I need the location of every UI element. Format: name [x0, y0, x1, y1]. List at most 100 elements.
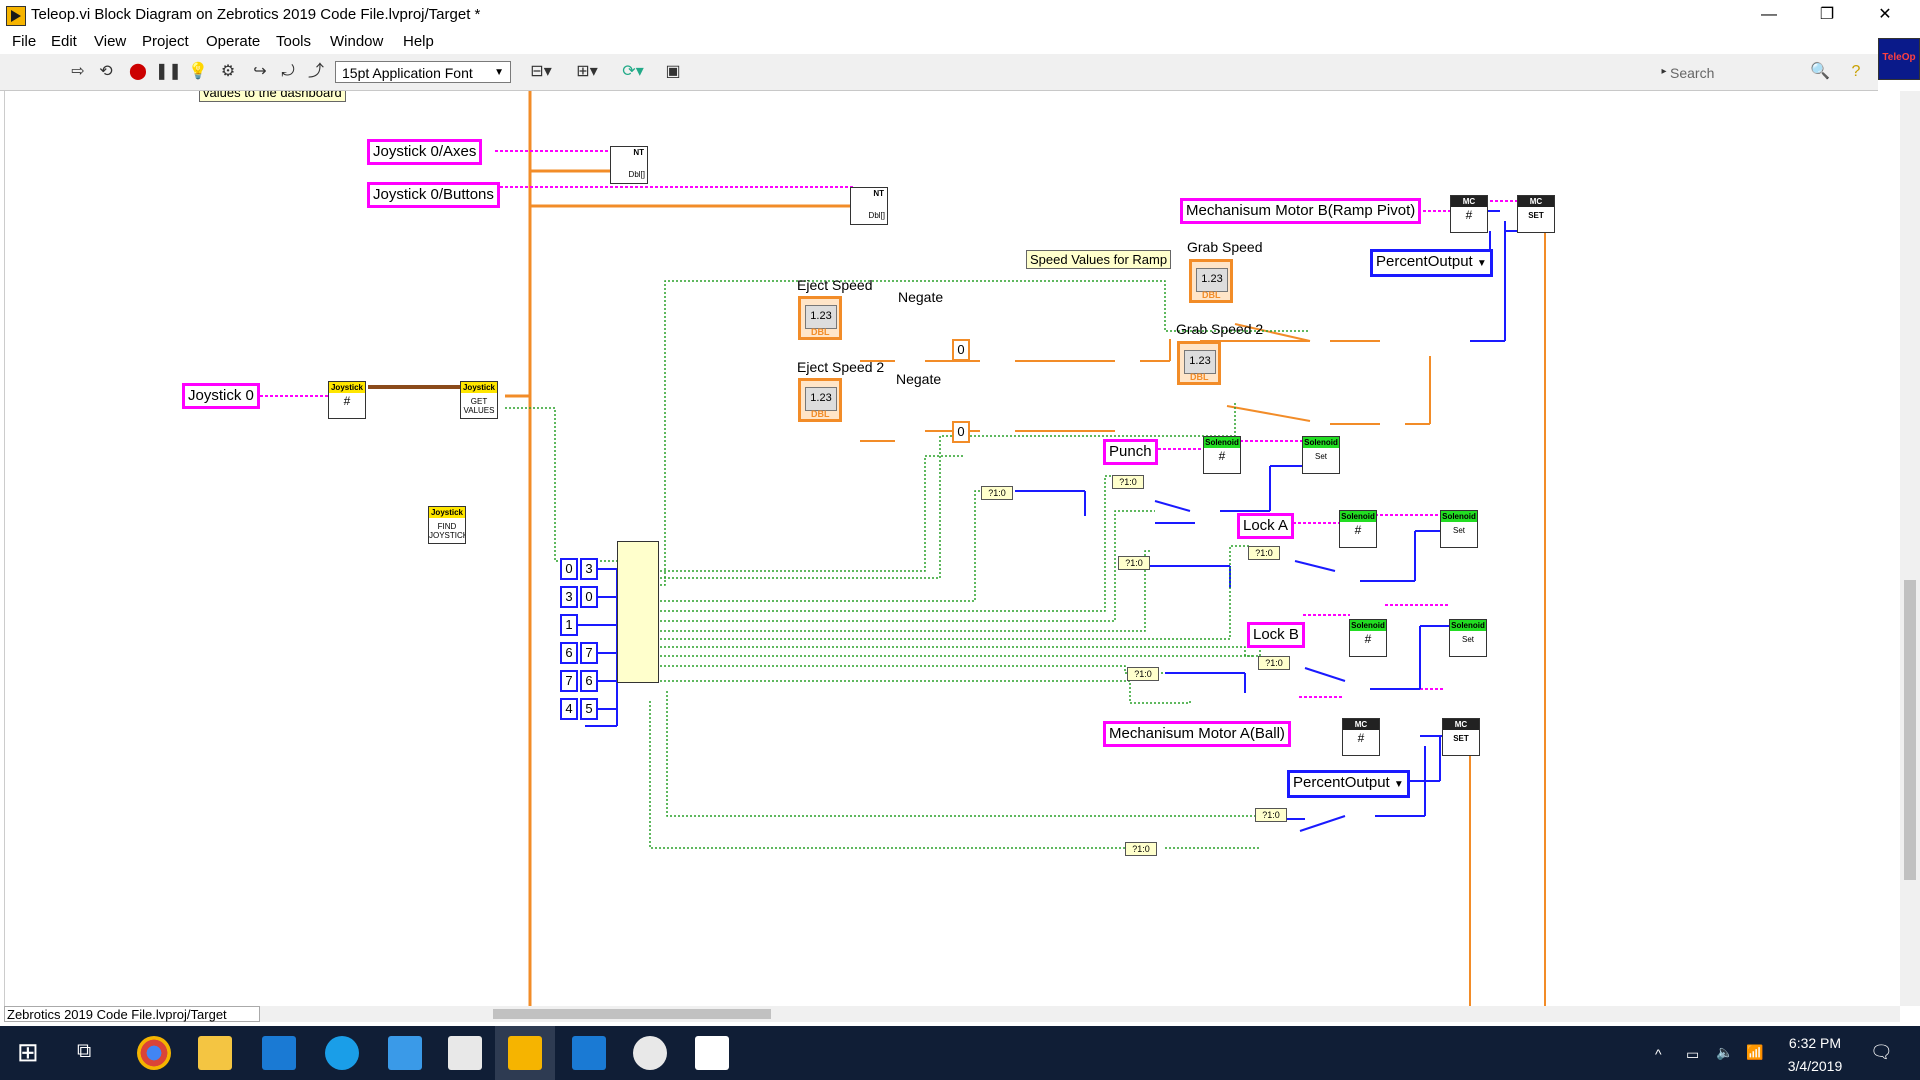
- index-const[interactable]: 7: [560, 670, 578, 692]
- run-continuously-icon[interactable]: ⟲: [99, 63, 113, 80]
- font-select[interactable]: 15pt Application Font ▼: [335, 61, 511, 83]
- search-toggle-icon[interactable]: ▸: [1661, 66, 1667, 77]
- index-const[interactable]: 3: [560, 586, 578, 608]
- labview-project-icon[interactable]: [448, 1036, 482, 1070]
- distribute-objects-icon[interactable]: ⊞▾: [576, 63, 598, 80]
- maps-icon[interactable]: [262, 1036, 296, 1070]
- select-node[interactable]: ?1:0: [1118, 556, 1150, 570]
- block-diagram-canvas[interactable]: values to the dashboard Joystick 0/Axes …: [4, 91, 1901, 1006]
- motor-a-open-subvi[interactable]: MC #: [1342, 718, 1380, 756]
- vi-icon[interactable]: TeleOp: [1878, 38, 1920, 80]
- lock-a-open-subvi[interactable]: Solenoid #: [1339, 510, 1377, 548]
- index-const[interactable]: 6: [580, 670, 598, 692]
- index-const[interactable]: 3: [580, 558, 598, 580]
- menu-help[interactable]: Help: [403, 33, 434, 50]
- abort-icon[interactable]: ⬤: [129, 63, 147, 80]
- step-over-icon[interactable]: ⤾: [281, 63, 295, 80]
- reorder-icon[interactable]: ⟳▾: [622, 63, 644, 80]
- tray-chevron-icon[interactable]: ^: [1655, 1046, 1662, 1062]
- lock-b-open-subvi[interactable]: Solenoid #: [1349, 619, 1387, 657]
- file-explorer-icon[interactable]: [198, 1036, 232, 1070]
- joystick-axes-label[interactable]: Joystick 0/Axes: [367, 139, 483, 165]
- close-button[interactable]: ✕: [1878, 6, 1892, 23]
- menu-edit[interactable]: Edit: [51, 33, 77, 50]
- step-out-icon[interactable]: ⤴: [307, 63, 324, 80]
- select-node[interactable]: ?1:0: [1127, 667, 1159, 681]
- first-icon[interactable]: [633, 1036, 667, 1070]
- percent-output-enum-1[interactable]: PercentOutput ▼: [1370, 249, 1493, 277]
- index-const[interactable]: 6: [560, 642, 578, 664]
- outlook-icon[interactable]: [388, 1036, 422, 1070]
- menu-project[interactable]: Project: [142, 33, 189, 50]
- search-input[interactable]: Search: [1670, 65, 1715, 81]
- eject-speed-2-control[interactable]: 1.23 DBL: [798, 378, 842, 422]
- menu-window[interactable]: Window: [330, 33, 384, 50]
- joystick-buttons-label[interactable]: Joystick 0/Buttons: [367, 182, 500, 208]
- nt-put-buttons-subvi[interactable]: NT Dbl[]: [850, 187, 888, 225]
- joystick-open-subvi[interactable]: Joystick #: [328, 381, 366, 419]
- joystick0-label[interactable]: Joystick 0: [182, 383, 260, 409]
- network-icon[interactable]: 📶: [1746, 1044, 1764, 1060]
- battery-icon[interactable]: ▭: [1686, 1046, 1700, 1062]
- grab-speed-control[interactable]: 1.23 DBL: [1189, 259, 1233, 303]
- motor-b-set-subvi[interactable]: MC SET: [1517, 195, 1555, 233]
- index-const[interactable]: 0: [560, 558, 578, 580]
- restore-button[interactable]: ❐: [1819, 6, 1835, 23]
- volume-icon[interactable]: 🔈: [1716, 1044, 1734, 1060]
- select-node[interactable]: ?1:0: [1255, 808, 1287, 822]
- lock-a-set-subvi[interactable]: Solenoid Set: [1440, 510, 1478, 548]
- step-into-icon[interactable]: ↪: [253, 63, 267, 80]
- select-node[interactable]: ?1:0: [1112, 475, 1144, 489]
- index-const[interactable]: 5: [580, 698, 598, 720]
- menu-operate[interactable]: Operate: [206, 33, 261, 50]
- chrome-icon[interactable]: [137, 1036, 171, 1070]
- align-objects-icon[interactable]: ⊟▾: [530, 63, 552, 80]
- index-array-node[interactable]: [617, 541, 659, 683]
- minimize-button[interactable]: —: [1761, 6, 1777, 23]
- find-joystick-subvi[interactable]: Joystick FIND JOYSTICK: [428, 506, 466, 544]
- lock-b-set-subvi[interactable]: Solenoid Set: [1449, 619, 1487, 657]
- labview-icon[interactable]: [508, 1036, 542, 1070]
- pause-icon[interactable]: ❚❚: [155, 63, 182, 80]
- motor-a-set-subvi[interactable]: MC SET: [1442, 718, 1480, 756]
- index-const[interactable]: 7: [580, 642, 598, 664]
- motor-b-label[interactable]: Mechanisum Motor B(Ramp Pivot): [1180, 198, 1422, 224]
- punch-label[interactable]: Punch: [1103, 439, 1158, 465]
- internet-explorer-icon[interactable]: [325, 1036, 359, 1070]
- vertical-scroll-thumb[interactable]: [1904, 580, 1916, 880]
- grab-speed-2-control[interactable]: 1.23 DBL: [1177, 341, 1221, 385]
- index-const[interactable]: 0: [580, 586, 598, 608]
- driver-station-icon[interactable]: [572, 1036, 606, 1070]
- run-arrow-icon[interactable]: ⇨: [71, 63, 85, 80]
- frc-dashboard-icon[interactable]: [695, 1036, 729, 1070]
- menu-view[interactable]: View: [94, 33, 127, 50]
- horizontal-scroll-thumb[interactable]: [493, 1009, 771, 1019]
- highlight-execution-icon[interactable]: 💡: [188, 63, 208, 80]
- menu-file[interactable]: File: [12, 33, 37, 50]
- eject-speed-control[interactable]: 1.23 DBL: [798, 296, 842, 340]
- select-node[interactable]: ?1:0: [1258, 656, 1290, 670]
- punch-open-subvi[interactable]: Solenoid #: [1203, 436, 1241, 474]
- search-icon[interactable]: 🔍: [1810, 63, 1830, 80]
- zero-constant[interactable]: 0: [952, 421, 970, 443]
- clean-up-diagram-icon[interactable]: ▣: [665, 63, 681, 80]
- index-const[interactable]: 4: [560, 698, 578, 720]
- clock-time[interactable]: 6:32 PM: [1788, 1035, 1842, 1051]
- menu-tools[interactable]: Tools: [276, 33, 312, 50]
- help-icon[interactable]: ?: [1851, 63, 1861, 80]
- select-node[interactable]: ?1:0: [1125, 842, 1157, 856]
- punch-set-subvi[interactable]: Solenoid Set: [1302, 436, 1340, 474]
- percent-output-enum-2[interactable]: PercentOutput ▼: [1287, 770, 1410, 798]
- lock-a-label[interactable]: Lock A: [1237, 513, 1295, 539]
- motor-a-label[interactable]: Mechanisum Motor A(Ball): [1103, 721, 1291, 747]
- lock-b-label[interactable]: Lock B: [1247, 622, 1305, 648]
- zero-constant[interactable]: 0: [952, 339, 970, 361]
- index-const[interactable]: 1: [560, 614, 578, 636]
- task-view-icon[interactable]: ⧉: [77, 1040, 92, 1062]
- windows-start-icon[interactable]: ⊞: [17, 1037, 39, 1067]
- notifications-icon[interactable]: 🗨: [1870, 1042, 1893, 1062]
- select-node[interactable]: ?1:0: [1248, 546, 1280, 560]
- clock-date[interactable]: 3/4/2019: [1787, 1058, 1843, 1074]
- retain-wire-values-icon[interactable]: ⚙: [220, 63, 236, 80]
- select-node[interactable]: ?1:0: [981, 486, 1013, 500]
